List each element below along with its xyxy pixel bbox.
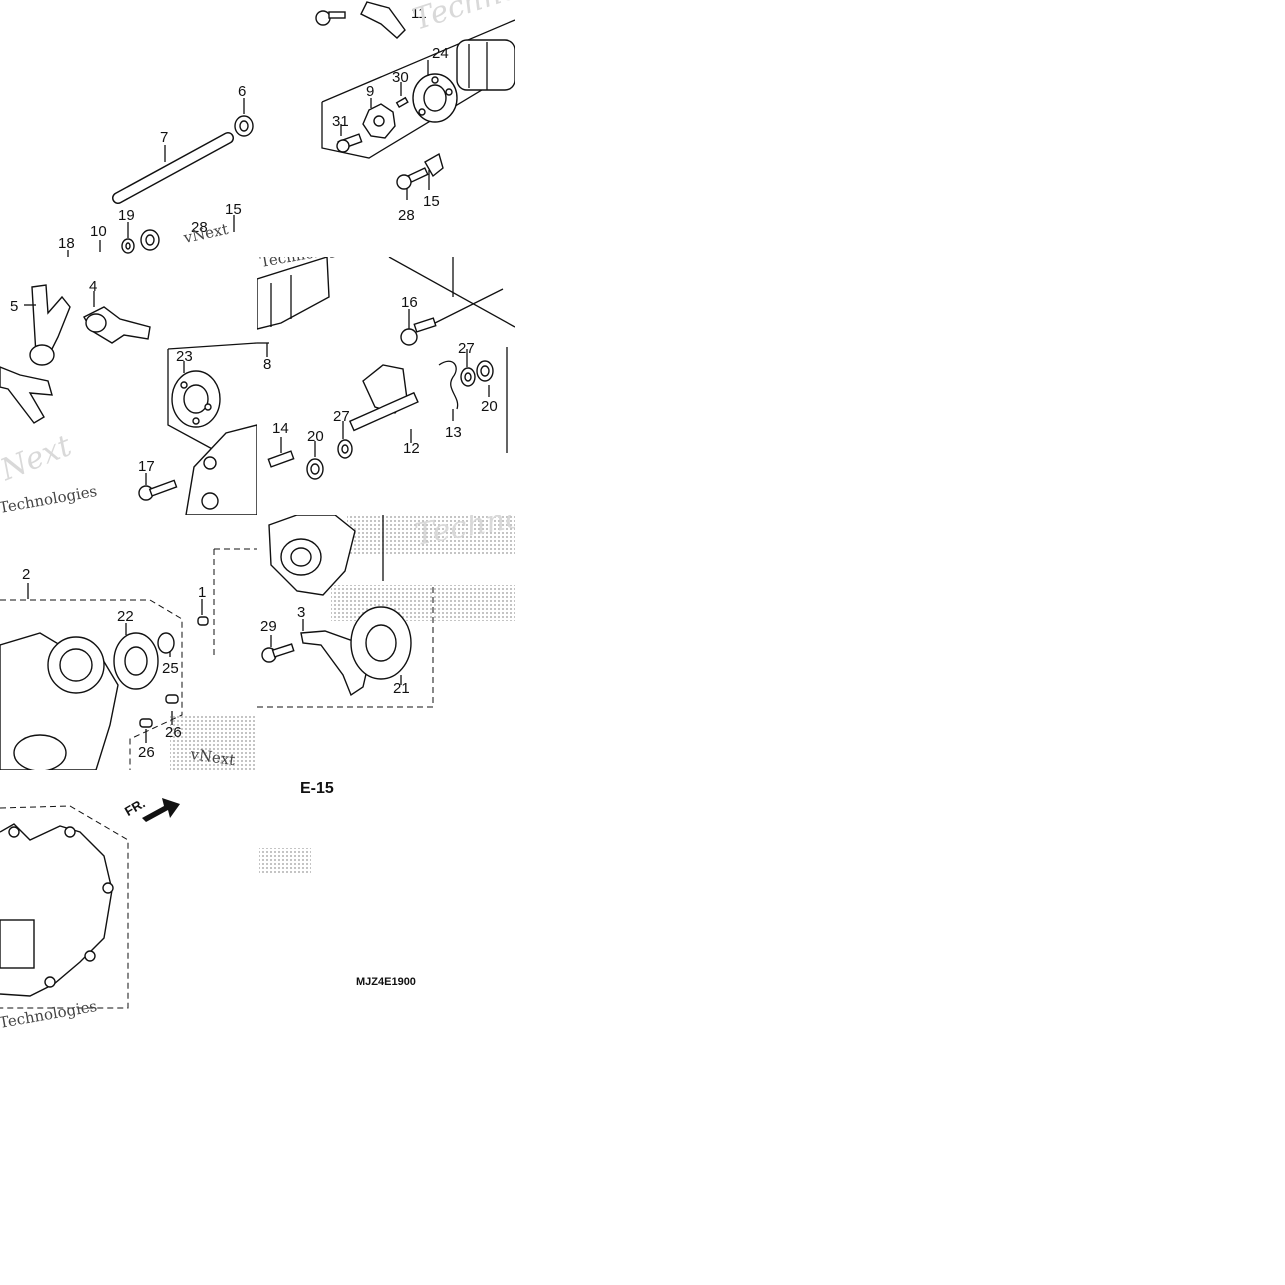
callout-28b: 28: [398, 207, 415, 224]
shift-drum-part: [456, 39, 515, 91]
callout-12: 12: [403, 440, 420, 457]
shift-fork-shaft: [112, 132, 234, 204]
bearing-part-22: [113, 632, 159, 690]
callout-17: 17: [138, 458, 155, 475]
callout-19: 19: [118, 207, 135, 224]
diagram-tile-shift-drum: 24 30 9 31 28 15 11 Technologies: [257, 0, 515, 257]
callout-18: 18: [58, 235, 75, 252]
diagram-tile-shift-forks: 5 4 23 17 vNext Technologies: [0, 257, 257, 515]
callout-2: 2: [22, 566, 30, 583]
callout-7: 7: [160, 129, 168, 146]
callout-22: 22: [117, 608, 134, 625]
shift-fork-part: [29, 284, 71, 366]
callout-8: 8: [263, 356, 271, 373]
diagram-tile-bearing-holder: 3 29 21 Technologies: [257, 515, 515, 770]
callout-1: 1: [198, 584, 206, 601]
diagram-tile-shift-spindle: 16 27 20 13 12 27 20 14 8 Technologies: [257, 257, 515, 515]
callout-31: 31: [332, 113, 349, 130]
collar-part: [234, 115, 254, 137]
bearing-part: [412, 73, 458, 123]
callout-24: 24: [432, 45, 449, 62]
callout-20: 20: [481, 398, 498, 415]
diagram-tile-shift-shaft: 6 7 19 10 18 28 15 vNext: [0, 0, 257, 257]
gearshift-spindle-part: [348, 364, 419, 432]
watermark-word-text-2: Technologies: [0, 482, 98, 515]
callout-3: 3: [297, 604, 305, 621]
callout-5: 5: [10, 298, 18, 315]
reference-label: E-15: [300, 780, 334, 797]
washer-part: [121, 238, 135, 254]
watermark-word-text: Technologies: [409, 0, 515, 38]
callout-15b: 15: [423, 193, 440, 210]
diagram-tile-gasket: Technologies: [0, 770, 257, 1028]
shift-fork-part-2: [83, 306, 151, 344]
callout-29: 29: [260, 618, 277, 635]
callout-23: 23: [176, 348, 193, 365]
callout-28: 28: [191, 219, 208, 236]
callout-10: 10: [90, 223, 107, 240]
callout-20b: 20: [307, 428, 324, 445]
callout-16: 16: [401, 294, 418, 311]
watermark-brand-text-2: vNext: [0, 428, 77, 494]
diagram-tile-key: [257, 770, 515, 1028]
callout-13: 13: [445, 424, 462, 441]
callout-26b: 26: [138, 744, 155, 761]
callout-30: 30: [392, 69, 409, 86]
watermark-word-text-5: Technologies: [0, 997, 98, 1028]
spring-part: [140, 229, 160, 251]
callout-6: 6: [238, 83, 246, 100]
callout-25: 25: [162, 660, 179, 677]
callout-14: 14: [272, 420, 289, 437]
callout-11: 11: [411, 5, 427, 22]
callout-4: 4: [89, 278, 97, 295]
watermark-brand-text: vNext: [181, 220, 230, 247]
bearing-part-23: [171, 370, 221, 428]
callout-26: 26: [165, 724, 182, 741]
callout-9: 9: [366, 83, 374, 100]
callout-27b: 27: [333, 408, 350, 425]
callout-21: 21: [393, 680, 410, 697]
shift-cam-part: [362, 103, 396, 139]
diagram-code: MJZ4E1900: [356, 976, 416, 988]
diagram-tile-crankcase-cover: 2 22 25 26 26 1 vNext: [0, 515, 257, 770]
callout-27: 27: [458, 340, 475, 357]
callout-15: 15: [225, 201, 242, 218]
bearing-part-21: [350, 606, 412, 680]
